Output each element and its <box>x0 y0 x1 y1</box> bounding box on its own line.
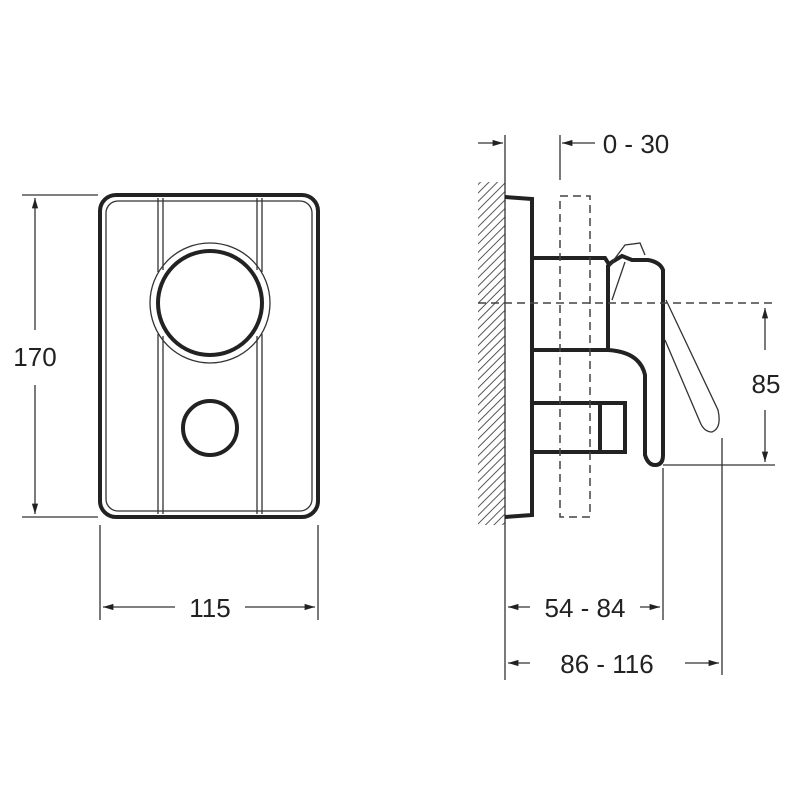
wall-plate <box>504 195 534 519</box>
offset-label: 0 - 30 <box>603 129 670 159</box>
total-depth-label: 86 - 116 <box>560 649 653 679</box>
valve-body <box>532 253 665 468</box>
width-label: 115 <box>189 593 230 623</box>
plaster-line <box>559 195 591 518</box>
lever-handle <box>664 299 720 433</box>
cover-plate <box>98 193 320 519</box>
body-depth-label: 54 - 84 <box>545 593 626 623</box>
wall-hatch <box>478 182 505 525</box>
front-view: 170 115 <box>13 193 320 623</box>
handle-height-label: 85 <box>752 369 781 399</box>
height-dimension: 170 <box>13 194 98 518</box>
diverter-knob <box>181 399 239 457</box>
side-view: 0 - 30 85 54 - 84 86 - 116 <box>478 129 780 680</box>
width-dimension: 115 <box>99 525 319 623</box>
temperature-knob <box>156 249 264 357</box>
height-label: 170 <box>13 342 56 372</box>
